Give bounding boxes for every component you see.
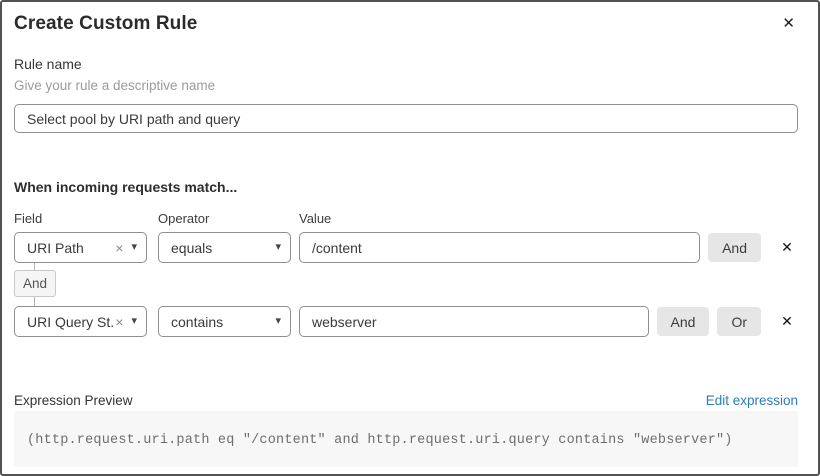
- remove-condition-button[interactable]: ✕: [776, 315, 798, 329]
- value-input[interactable]: [299, 306, 649, 337]
- close-icon[interactable]: ✕: [779, 13, 798, 33]
- clear-icon[interactable]: ×: [115, 239, 124, 256]
- field-select-value: URI Path: [27, 239, 84, 256]
- add-or-condition-button[interactable]: Or: [717, 307, 761, 336]
- add-and-condition-button[interactable]: And: [656, 307, 710, 336]
- chevron-down-icon: ▾: [131, 241, 137, 253]
- condition-column-headers: Field Operator Value: [14, 211, 798, 226]
- condition-row-2: URI Query St... × ▾ contains ▾ And Or ✕: [14, 306, 798, 337]
- field-select[interactable]: URI Query St... × ▾: [14, 306, 147, 337]
- condition-row-1: URI Path × ▾ equals ▾ And ✕: [14, 232, 798, 263]
- expression-preview-label: Expression Preview: [14, 393, 133, 408]
- field-column-label: Field: [14, 211, 43, 226]
- rule-name-helper: Give your rule a descriptive name: [14, 78, 216, 93]
- remove-condition-button[interactable]: ✕: [776, 241, 798, 255]
- expression-preview-header: Expression Preview Edit expression: [14, 393, 798, 409]
- clear-icon[interactable]: ×: [115, 313, 124, 330]
- connector-and-badge: And: [14, 270, 56, 297]
- connector-line: [34, 263, 35, 270]
- operator-column-label: Operator: [158, 211, 210, 226]
- value-input[interactable]: [299, 232, 701, 263]
- add-and-condition-button[interactable]: And: [708, 233, 761, 262]
- dialog-header: Create Custom Rule ✕: [14, 12, 798, 35]
- operator-select-value: contains: [171, 313, 224, 330]
- match-section-heading: When incoming requests match...: [14, 179, 238, 195]
- value-column-label: Value: [299, 211, 332, 226]
- field-select[interactable]: URI Path × ▾: [14, 232, 147, 263]
- edit-expression-link[interactable]: Edit expression: [705, 393, 798, 408]
- field-select-value: URI Query St...: [27, 313, 116, 330]
- chevron-down-icon: ▾: [131, 315, 137, 327]
- expression-text: (http.request.uri.path eq "/content" and…: [27, 433, 733, 448]
- operator-select-value: equals: [171, 239, 213, 256]
- rule-name-label: Rule name: [14, 56, 82, 72]
- chevron-down-icon: ▾: [275, 241, 281, 253]
- chevron-down-icon: ▾: [275, 315, 281, 327]
- connector-line: [34, 297, 35, 306]
- rule-name-section: Rule name Give your rule a descriptive n…: [14, 56, 798, 133]
- operator-select[interactable]: equals ▾: [158, 232, 291, 263]
- page-title: Create Custom Rule: [14, 13, 198, 34]
- rule-name-input[interactable]: [14, 104, 798, 133]
- condition-connector: And: [14, 263, 798, 306]
- expression-preview-box: (http.request.uri.path eq "/content" and…: [14, 411, 798, 467]
- operator-select[interactable]: contains ▾: [158, 306, 291, 337]
